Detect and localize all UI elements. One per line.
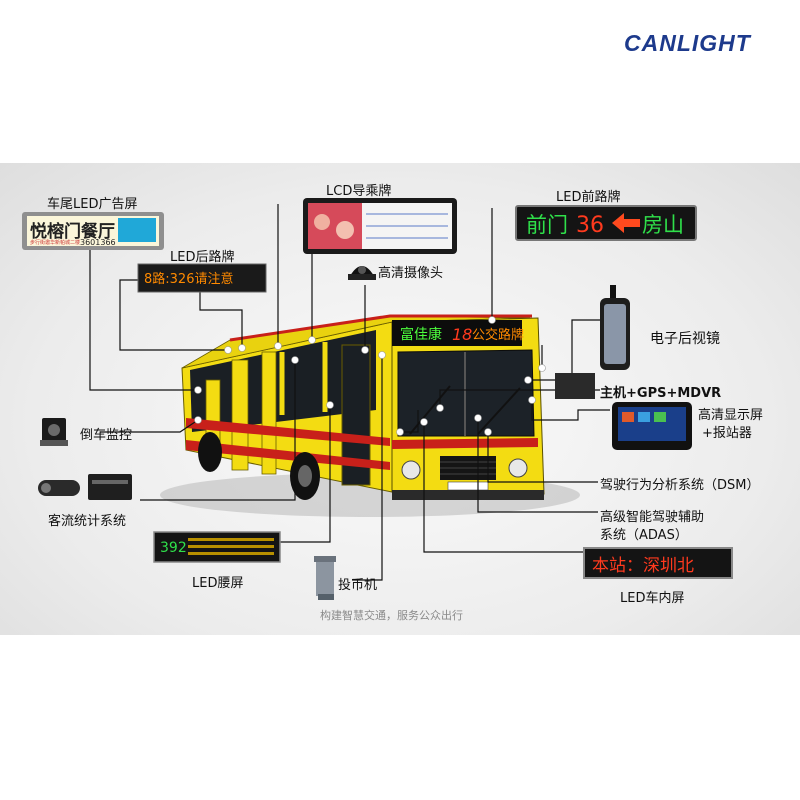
label-front-sign: LED前路牌	[556, 190, 621, 205]
label-interior-screen: LED车内屏	[620, 591, 685, 606]
label-hd-camera: 高清摄像头	[378, 266, 444, 281]
label-passenger-count: 客流统计系统	[48, 514, 127, 529]
reverse-camera-icon	[40, 418, 68, 446]
bus-illustration	[160, 314, 580, 517]
connector-lines	[89, 204, 610, 581]
lcd-guide-board	[303, 198, 457, 254]
label-rear-mirror: 电子后视镜	[650, 331, 720, 347]
label-reverse-monitor: 倒车监控	[80, 428, 133, 443]
rear-sign-text: 8路:326请注意	[144, 271, 233, 287]
label-hd-display-2: +报站器	[702, 426, 752, 441]
label-dsm: 驾驶行为分析系统（DSM）	[600, 478, 760, 493]
label-coin-box: 投币机	[338, 578, 378, 593]
label-rear-sign: LED后路牌	[170, 250, 235, 265]
tagline: 构建智慧交通，服务公众出行	[320, 609, 463, 622]
label-hd-display-1: 高清显示屏	[698, 408, 764, 423]
front-sign-dest: 房山	[642, 213, 684, 237]
bus-front-sign-suffix: 公交路牌	[472, 327, 524, 343]
coin-machine-icon	[314, 556, 336, 600]
front-sign-front: 前门	[526, 213, 568, 237]
rear-ad-text: 悦榕门餐厅	[30, 221, 115, 242]
brand-logo: CANLIGHT	[624, 30, 751, 56]
waist-screen-num: 392	[160, 540, 187, 556]
waist-led-screen	[153, 531, 281, 563]
display-icon	[612, 402, 692, 450]
interior-screen-text: 本站：深圳北	[592, 556, 694, 576]
label-adas-1: 高级智能驾驶辅助	[600, 510, 705, 525]
mirror-icon	[600, 285, 630, 370]
label-rear-ad: 车尾LED广告屏	[47, 197, 138, 212]
front-route-led-sign	[515, 205, 697, 241]
host-box-icon	[555, 373, 595, 399]
label-waist-screen: LED腰屏	[192, 576, 244, 591]
bus-front-sign-num: 18	[452, 325, 472, 344]
bus-front-sign	[392, 320, 522, 346]
label-host: 主机+GPS+MDVR	[600, 386, 722, 401]
interior-led-screen	[583, 547, 733, 579]
connection-dots	[194, 316, 546, 436]
front-sign-num: 36	[576, 213, 604, 238]
label-lcd-guide: LCD导乘牌	[326, 184, 392, 199]
camera-dome-icon	[348, 266, 376, 280]
bus-front-sign-name: 富佳康	[400, 326, 442, 343]
rear-ad-phone: 3601366	[80, 238, 116, 247]
label-adas-2: 系统（ADAS）	[600, 528, 688, 543]
rear-route-led-sign	[137, 263, 267, 293]
rear-ad-subtext: 步行街邀华新帕城二楼	[30, 239, 80, 246]
rear-ad-led-screen	[22, 212, 164, 250]
passenger-counter-icon	[38, 474, 132, 500]
